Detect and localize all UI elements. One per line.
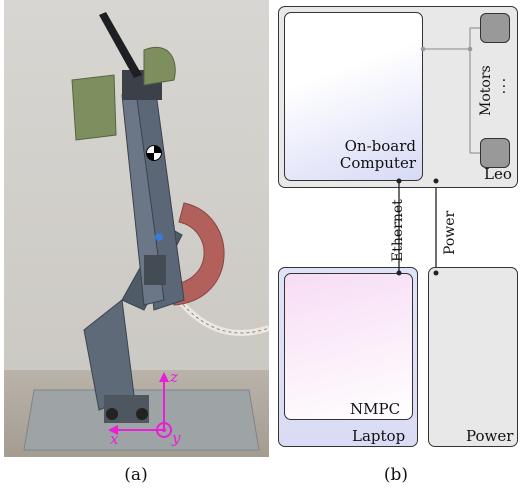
frame-x-label: x: [110, 430, 119, 448]
power-label: Power: [466, 427, 514, 445]
onboard-computer-label-line2: Computer: [339, 154, 416, 173]
frame-z-label: z: [169, 368, 178, 386]
onboard-computer-box: [284, 12, 423, 181]
laptop-label: Laptop: [352, 427, 406, 445]
motors-label: Motors: [478, 65, 494, 116]
caption-a: (a): [124, 465, 148, 485]
ethernet-link-label: Ethernet: [390, 199, 406, 262]
motor-top-box: [480, 13, 510, 43]
power-supply-box: [428, 267, 518, 447]
motor-bottom-box: [480, 138, 510, 168]
power-link-label: Power: [442, 210, 458, 255]
frame-y-label: y: [171, 429, 181, 447]
onboard-computer-label: On-board Computer: [339, 137, 416, 173]
onboard-computer-label-line1: On-board: [344, 137, 416, 155]
leo-label: Leo: [484, 165, 512, 183]
nmpc-label: NMPC: [350, 400, 401, 418]
motors-ellipsis: ···: [501, 73, 507, 101]
robot-photo: z x y: [4, 0, 269, 457]
caption-b: (b): [383, 465, 409, 485]
nmpc-box: [284, 273, 413, 420]
